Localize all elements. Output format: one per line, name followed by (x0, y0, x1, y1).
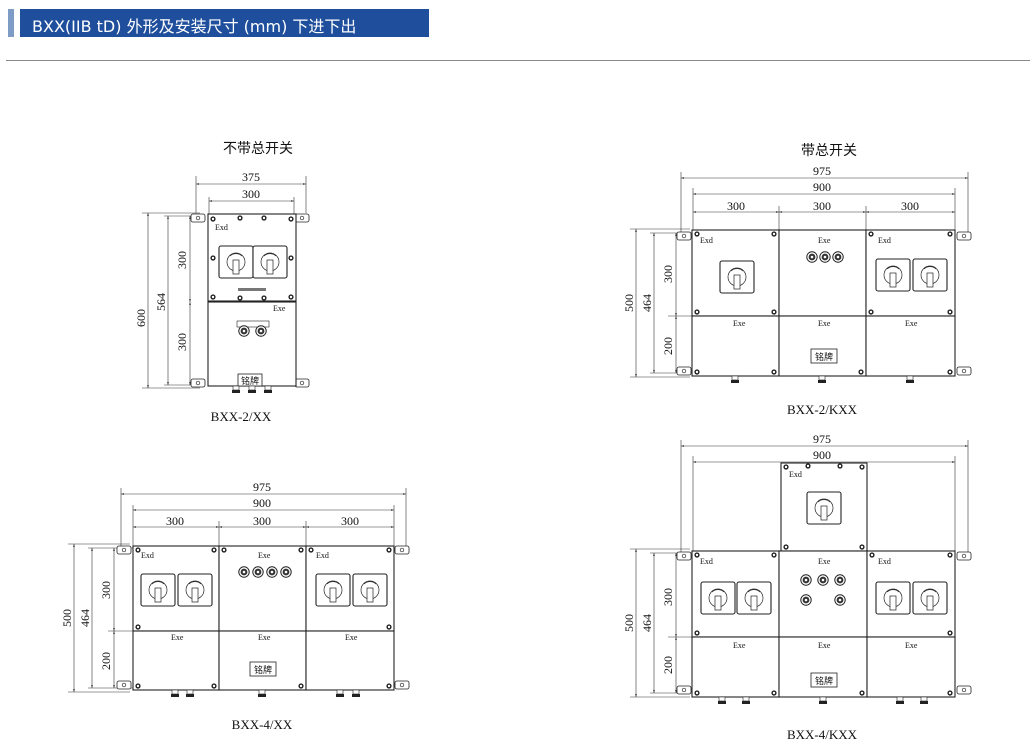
drawing-bxx-4-kxx: 975 900 500 464 300 200 Exd Exd Exe Exd (622, 432, 972, 742)
header-accent (8, 9, 14, 37)
exe-label: Exe (273, 304, 286, 313)
model-bxx-4-kxx: BXX-4/KXX (787, 727, 858, 742)
drawing-bxx-4-xx: 975 900 300 300 300 500 464 300 200 Exd … (60, 480, 410, 732)
drawing-bxx-2-kxx: 975 900 300 300 300 500 464 300 200 Exd … (622, 164, 972, 417)
dim-975-c: 975 (253, 480, 271, 494)
exd-label-d0: Exd (789, 470, 802, 479)
section-header: BXX(IIB tD) 外形及安装尺寸 (mm) 下进下出 (8, 9, 429, 37)
dim-500-c: 500 (60, 609, 74, 627)
dim-975: 975 (813, 164, 831, 178)
header-divider (6, 60, 1030, 61)
drawing-bxx-2-xx: 375 300 600 564 300 300 Exd Exe 铭牌 BXX- (134, 170, 310, 424)
exe-label-d: Exe (905, 319, 918, 328)
dim-900-d: 900 (813, 448, 831, 462)
dim-464: 464 (640, 294, 654, 312)
exd-label-a: Exd (700, 236, 713, 245)
dim-464-d: 464 (640, 614, 654, 632)
dim-300-lower: 300 (175, 333, 189, 351)
exe-label-c5: Exe (258, 633, 271, 642)
exe-label-d4: Exe (733, 641, 746, 650)
exe-label-d5: Exe (818, 641, 831, 650)
exd-label-d3: Exd (878, 557, 891, 566)
exe-label-c6: Exe (345, 633, 358, 642)
nameplate-d: 铭牌 (815, 675, 833, 686)
dim-300-cv: 300 (99, 581, 113, 599)
dim-500-d: 500 (622, 614, 636, 632)
model-bxx-2-xx: BXX-2/XX (211, 409, 272, 424)
exd-label: Exd (215, 223, 228, 232)
dim-200: 200 (661, 337, 675, 355)
dim-300: 300 (242, 187, 260, 201)
dim-300-c1: 300 (166, 514, 184, 528)
exe-label-d2: Exe (818, 557, 831, 566)
dim-900: 900 (813, 180, 831, 194)
dim-200-c: 200 (99, 652, 113, 670)
dim-900-c: 900 (253, 496, 271, 510)
nameplate-b: 铭牌 (815, 351, 833, 362)
exd-label-c3: Exd (316, 551, 329, 560)
dim-975-d: 975 (813, 432, 831, 446)
dim-300-upper: 300 (175, 251, 189, 269)
exd-label-c1: Exd (141, 551, 154, 560)
header-bar (20, 9, 429, 37)
label-with-main-switch: 带总开关 (801, 143, 857, 159)
model-bxx-2-kxx: BXX-2/KXX (787, 402, 858, 417)
dim-300-c2: 300 (253, 514, 271, 528)
dim-600: 600 (134, 309, 148, 327)
dim-200-d: 200 (661, 656, 675, 674)
dim-300-dv: 300 (661, 588, 675, 606)
dim-300-c3: 300 (341, 514, 359, 528)
exe-label-c2: Exe (258, 551, 271, 560)
dim-500: 500 (622, 294, 636, 312)
dim-564: 564 (154, 293, 168, 311)
dim-375: 375 (242, 170, 260, 184)
exe-label-c4: Exe (171, 633, 184, 642)
exe-label-c: Exe (818, 319, 831, 328)
exe-label-b: Exe (818, 236, 831, 245)
dim-300-a: 300 (727, 199, 745, 213)
dim-300-b: 300 (813, 199, 831, 213)
dim-300-v: 300 (661, 265, 675, 283)
exd-label-d1: Exd (700, 557, 713, 566)
exe-label-a: Exe (733, 319, 746, 328)
nameplate-c: 铭牌 (254, 664, 272, 675)
exd-label-c: Exd (878, 236, 891, 245)
dim-464-c: 464 (78, 609, 92, 627)
header-title: BXX(IIB tD) 外形及安装尺寸 (mm) 下进下出 (32, 17, 357, 36)
nameplate: 铭牌 (241, 375, 259, 386)
label-no-main-switch: 不带总开关 (223, 141, 293, 157)
dim-300-c: 300 (901, 199, 919, 213)
model-bxx-4-xx: BXX-4/XX (232, 717, 293, 732)
exe-label-d6: Exe (905, 641, 918, 650)
